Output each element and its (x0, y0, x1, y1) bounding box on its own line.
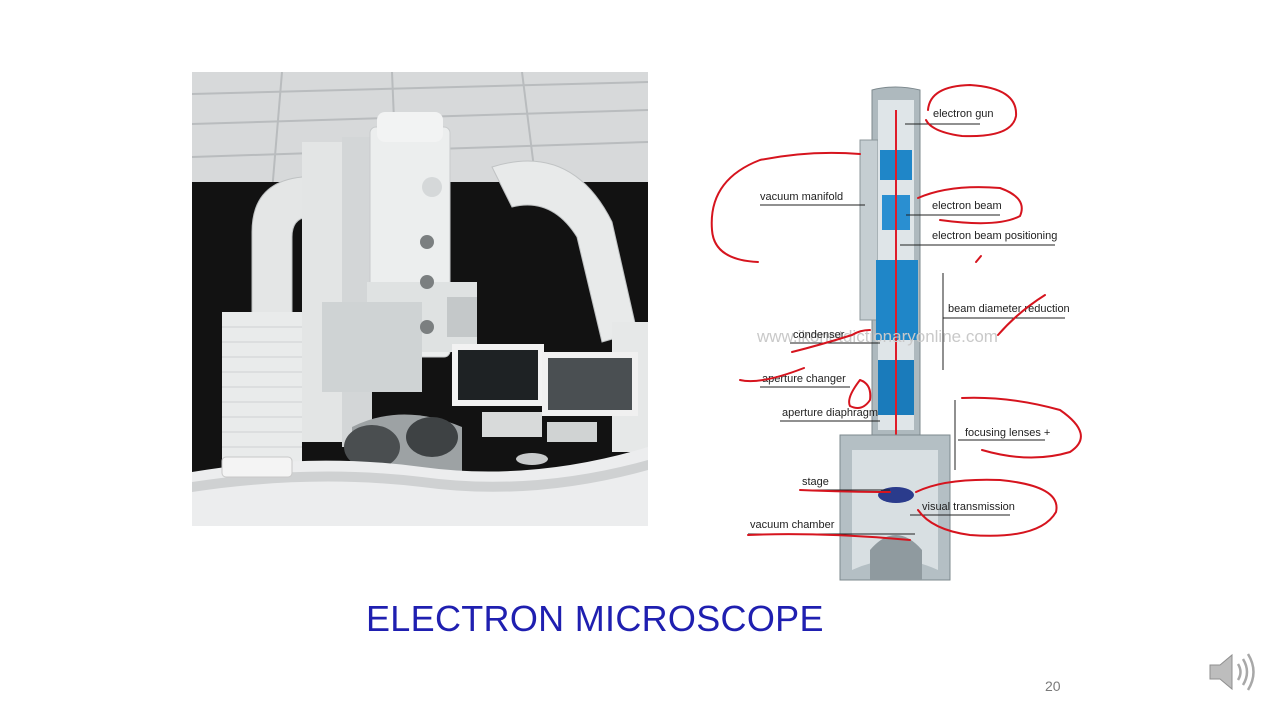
underline-stage (799, 489, 891, 493)
electron-microscope-photo (192, 72, 648, 526)
tick-electron-beam-positioning (975, 255, 982, 263)
circle-electron-beam (917, 186, 1023, 225)
slide-title: ELECTRON MICROSCOPE (366, 598, 824, 639)
stroke-beam-diameter (997, 294, 1046, 336)
label-vacuum-manifold: vacuum manifold (760, 191, 843, 203)
label-focusing-lenses: focusing lenses + (965, 427, 1050, 439)
microscope-cross-section-diagram: www.ikonetdictionaryonline.com electron … (700, 80, 1100, 595)
circle-electron-gun (925, 83, 1018, 138)
speaker-icon-graphic (1209, 653, 1255, 691)
circle-vacuum-manifold (710, 151, 861, 263)
label-condenser: condenser (793, 329, 845, 341)
handwritten-annotations (710, 83, 1082, 541)
label-vacuum-chamber: vacuum chamber (750, 519, 835, 531)
label-visual-transmission: visual transmission (922, 501, 1015, 513)
speaker-icon[interactable] (1206, 648, 1258, 696)
label-electron-gun: electron gun (933, 108, 994, 120)
label-electron-beam-positioning: electron beam positioning (932, 230, 1057, 242)
circle-focusing-lenses (961, 396, 1082, 459)
page-number: 20 (1045, 678, 1061, 694)
label-electron-beam: electron beam (932, 200, 1002, 212)
label-aperture-diaphragm: aperture diaphragm (782, 407, 878, 419)
cross-section-svg: www.ikonetdictionaryonline.com electron … (710, 83, 1082, 581)
label-beam-diameter-reduction: beam diameter reduction (948, 303, 1070, 315)
stroke-aperture-changer (739, 367, 805, 383)
label-aperture-changer: aperture changer (762, 373, 846, 385)
underline-vacuum-chamber (747, 533, 911, 541)
circle-visual-transmission (915, 478, 1058, 537)
label-stage: stage (802, 476, 829, 488)
diagram-watermark: www.ikonetdictionaryonline.com (756, 327, 998, 346)
circle-aperture-diaphragm (848, 379, 872, 409)
stroke-condenser (791, 329, 871, 353)
microscope-photo-drawing (192, 72, 648, 526)
